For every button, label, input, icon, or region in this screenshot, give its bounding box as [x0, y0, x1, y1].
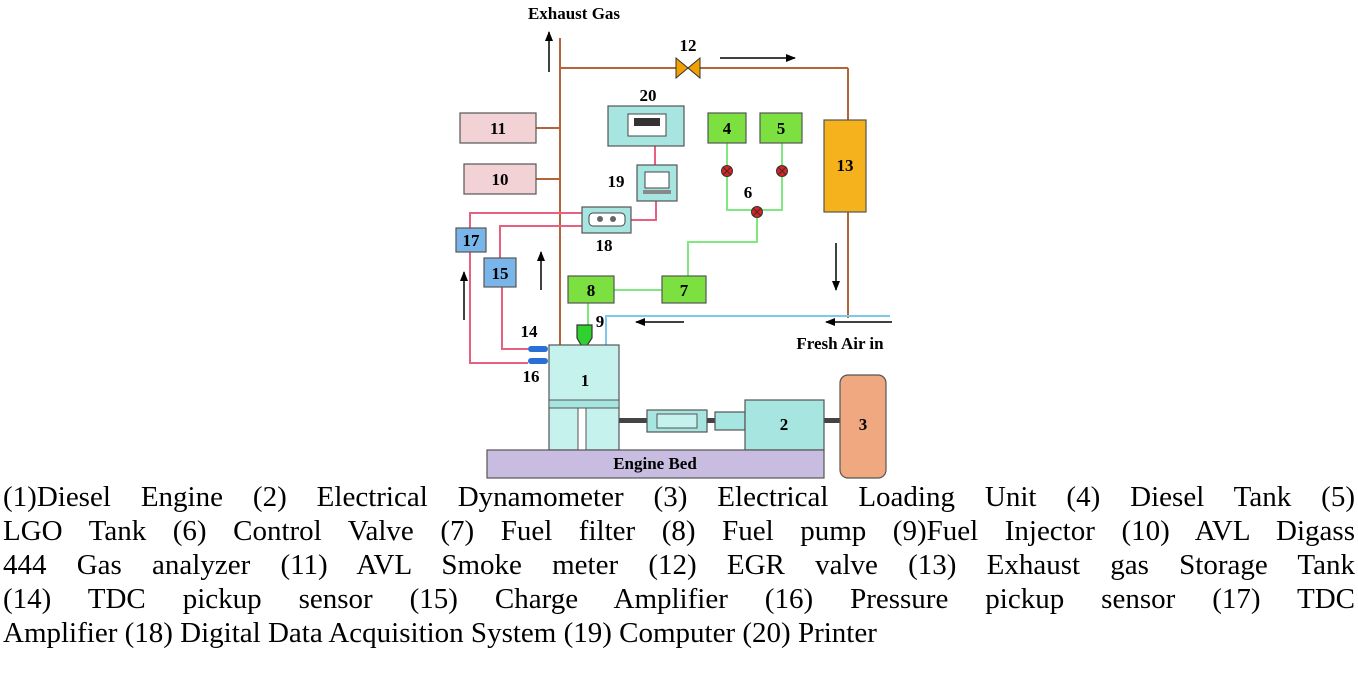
loading-unit-box — [839, 374, 887, 479]
label-6: 6 — [744, 183, 753, 202]
gas-analyzer-box — [463, 163, 537, 195]
smoke-meter-box — [459, 112, 537, 144]
fresh-air-pipe — [605, 315, 890, 345]
tdc-pickup-sensor — [528, 346, 548, 352]
engine-bed-label: Engine Bed — [613, 454, 697, 473]
caption-line-2: LGO Tank (6) Control Valve (7) Fuel filt… — [3, 515, 1355, 547]
fresh-air-label: Fresh Air in — [796, 334, 884, 353]
label-4: 4 — [723, 119, 732, 138]
label-12: 12 — [680, 36, 697, 55]
dynamometer-box — [744, 399, 825, 451]
label-9: 9 — [596, 312, 605, 331]
exhaust-gas-label: Exhaust Gas — [528, 4, 620, 23]
label-18: 18 — [596, 236, 613, 255]
printer: 20 — [607, 86, 685, 147]
label-15: 15 — [492, 264, 509, 283]
control-valves: 6 — [721, 165, 788, 218]
fuel-pump-box — [567, 275, 615, 304]
label-10: 10 — [492, 170, 509, 189]
diagram-caption: (1)Diesel Engine (2) Electrical Dynamome… — [3, 480, 1355, 650]
fuel-lines — [587, 143, 783, 325]
diesel-tank-box — [707, 112, 747, 144]
pressure-pickup-sensor — [528, 358, 548, 364]
label-1: 1 — [581, 371, 590, 390]
label-7: 7 — [680, 281, 689, 300]
label-19: 19 — [608, 172, 625, 191]
engine-setup-diagram: 12 11 10 20 19 18 17 15 4 5 — [455, 4, 892, 479]
label-11: 11 — [490, 119, 506, 138]
label-2: 2 — [780, 415, 789, 434]
label-13: 13 — [837, 156, 854, 175]
label-3: 3 — [859, 415, 868, 434]
tdc-amplifier-box — [455, 227, 487, 253]
data-acquisition-system: 18 — [581, 206, 632, 255]
caption-line-4: (14) TDC pickup sensor (15) Charge Ampli… — [3, 583, 1355, 615]
label-16: 16 — [523, 367, 540, 386]
diesel-engine: 1 — [548, 344, 620, 451]
label-8: 8 — [587, 281, 596, 300]
flow-arrows — [460, 31, 892, 326]
exhaust-storage-tank-box — [823, 119, 867, 213]
label-14: 14 — [521, 322, 539, 341]
charge-amplifier-box — [483, 257, 517, 288]
shaft-coupling — [619, 409, 840, 433]
caption-line-3: 444 Gas analyzer (11) AVL Smoke meter (1… — [3, 549, 1355, 581]
lgo-tank-box — [759, 112, 803, 144]
caption-line-5: Amplifier (18) Digital Data Acquisition … — [3, 617, 877, 649]
exhaust-pipes — [536, 38, 849, 345]
label-20: 20 — [640, 86, 657, 105]
signal-wires — [469, 146, 657, 364]
label-17: 17 — [463, 231, 481, 250]
fuel-injector — [576, 324, 593, 352]
caption-line-1: (1)Diesel Engine (2) Electrical Dynamome… — [3, 481, 1355, 513]
computer: 19 — [608, 164, 678, 202]
engine-bed-box — [486, 449, 825, 479]
fuel-filter-box — [661, 275, 707, 304]
label-5: 5 — [777, 119, 786, 138]
egr-valve: 12 — [675, 36, 701, 80]
